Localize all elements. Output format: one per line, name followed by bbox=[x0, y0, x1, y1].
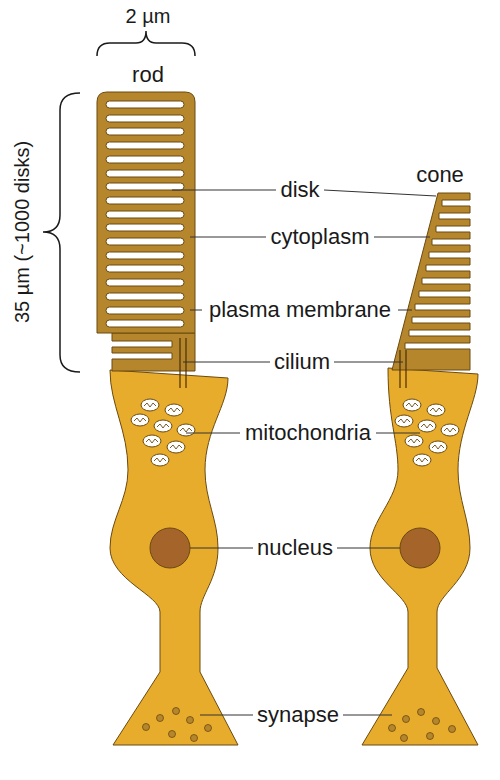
part-label: cytoplasm bbox=[270, 226, 369, 248]
rod-cilium bbox=[185, 338, 186, 388]
mitochondrion bbox=[141, 399, 159, 411]
cone-outer-segment bbox=[392, 193, 470, 370]
rod-disk bbox=[106, 279, 184, 286]
leader-line bbox=[374, 237, 430, 238]
vesicle bbox=[191, 735, 198, 742]
part-label: synapse bbox=[257, 704, 339, 726]
rod-disk bbox=[106, 115, 184, 122]
rod-mitochondria bbox=[131, 399, 195, 466]
width-bracket bbox=[97, 31, 195, 56]
cell-name: rod bbox=[132, 64, 164, 86]
vesicle bbox=[403, 716, 410, 723]
rod-disk bbox=[106, 238, 184, 245]
cell-name: cone bbox=[416, 164, 464, 186]
vesicle bbox=[157, 715, 164, 722]
vesicle bbox=[143, 724, 150, 731]
mitochondrion bbox=[167, 441, 185, 453]
length-bracket bbox=[43, 93, 80, 372]
rod-disk bbox=[106, 156, 184, 163]
mitochondrion bbox=[177, 424, 195, 436]
mitochondrion bbox=[154, 420, 172, 432]
rod-disk bbox=[106, 265, 184, 272]
part-label: disk bbox=[280, 179, 319, 201]
cone-cilium bbox=[405, 350, 406, 388]
leader-line bbox=[200, 715, 253, 716]
rod-disk bbox=[106, 211, 184, 218]
vesicle bbox=[205, 725, 212, 732]
leader-line bbox=[186, 433, 240, 434]
leader-line bbox=[190, 237, 266, 238]
rod-cilium bbox=[179, 338, 180, 388]
vesicle bbox=[433, 718, 440, 725]
mitochondrion bbox=[395, 415, 413, 427]
rod-disk bbox=[106, 293, 184, 300]
cone-inner-segment bbox=[362, 368, 478, 745]
leader-line bbox=[172, 190, 276, 191]
leader-line bbox=[334, 362, 403, 363]
vesicle bbox=[389, 725, 396, 732]
part-label: cilium bbox=[274, 351, 330, 373]
mitochondrion bbox=[403, 399, 421, 411]
rod-outer-segment bbox=[97, 92, 195, 333]
rod-disk bbox=[106, 252, 184, 259]
part-label: plasma membrane bbox=[209, 299, 391, 321]
rod-nucleus bbox=[150, 528, 190, 568]
part-label: nucleus bbox=[257, 537, 333, 559]
rod-disk bbox=[106, 183, 184, 190]
leader-line bbox=[183, 362, 270, 363]
vesicle bbox=[169, 731, 176, 738]
mitochondrion bbox=[131, 414, 149, 426]
rod-disk bbox=[106, 320, 184, 327]
mitochondrion bbox=[143, 435, 161, 447]
vesicle bbox=[187, 717, 194, 724]
leader-lines bbox=[170, 190, 436, 715]
mitochondrion bbox=[413, 454, 431, 466]
dimension-label: 35 µm (~1000 disks) bbox=[12, 141, 32, 323]
rod-disk bbox=[106, 142, 184, 149]
leader-line bbox=[376, 433, 420, 434]
mitochondrion bbox=[427, 404, 445, 416]
rod-disks bbox=[106, 101, 184, 327]
mitochondrion bbox=[165, 404, 183, 416]
vesicle bbox=[427, 733, 434, 740]
rod-disk bbox=[106, 101, 184, 108]
rod-inner-segment bbox=[110, 370, 238, 745]
vesicle bbox=[418, 709, 425, 716]
rod-disk bbox=[106, 128, 184, 135]
cone-cilium bbox=[399, 350, 400, 388]
rod-disk bbox=[106, 197, 184, 204]
rod-disk bbox=[106, 307, 184, 314]
mitochondrion bbox=[405, 435, 423, 447]
mitochondrion bbox=[151, 454, 169, 466]
vesicle bbox=[173, 708, 180, 715]
leader-line bbox=[343, 715, 392, 716]
vesicle bbox=[401, 735, 408, 742]
part-label: mitochondria bbox=[245, 422, 371, 444]
rod-disk bbox=[106, 170, 184, 177]
rod-membrane-folds bbox=[112, 333, 195, 371]
leader-line bbox=[324, 190, 436, 196]
leader-line bbox=[190, 310, 202, 311]
mitochondrion bbox=[429, 441, 447, 453]
mitochondrion bbox=[418, 420, 436, 432]
dimension-label: 2 µm bbox=[126, 6, 171, 26]
cone-nucleus bbox=[400, 528, 440, 568]
leader-line bbox=[398, 310, 412, 311]
rod-disk bbox=[106, 224, 184, 231]
vesicle bbox=[449, 726, 456, 733]
mitochondrion bbox=[441, 424, 459, 436]
